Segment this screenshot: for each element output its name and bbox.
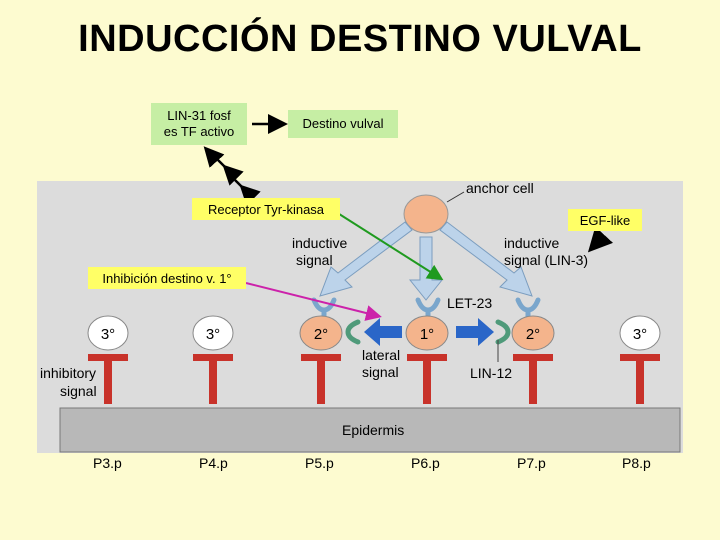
inductive-left-1: inductive — [292, 235, 347, 251]
cell-label-p8: P8.p — [622, 455, 651, 471]
anchor-cell-pointer — [446, 191, 465, 203]
inhibitory-2: signal — [60, 383, 97, 399]
lateral-receptors — [345, 319, 511, 345]
receptor-to-lin31-arrow-3 — [234, 179, 261, 206]
lateral-1: lateral — [362, 347, 400, 363]
cell-fate-3: 2° — [314, 326, 328, 343]
epidermis-label: Epidermis — [342, 422, 404, 438]
egf-arrow — [587, 226, 614, 253]
egf-like-box: EGF-like — [568, 209, 642, 231]
vulval-cells — [87, 315, 661, 351]
inhibitory-1: inhibitory — [40, 365, 96, 381]
inductive-right-2: signal (LIN-3) — [504, 252, 588, 268]
cell-label-p6: P6.p — [411, 455, 440, 471]
destino-vulval-box: Destino vulval — [288, 110, 398, 138]
lin31-box: LIN-31 fosf es TF activo — [151, 103, 247, 145]
lin12-label: LIN-12 — [470, 365, 512, 381]
receptor-to-lin31-arrow-1 — [203, 146, 225, 168]
inductive-right-1: inductive — [504, 235, 559, 251]
inhibition-arrow — [245, 282, 382, 321]
cell-label-p7: P7.p — [517, 455, 546, 471]
cell-fate-1: 3° — [101, 326, 115, 343]
anchor-cell — [403, 194, 449, 234]
cell-fate-6: 3° — [633, 326, 647, 343]
cell-fate-4: 1° — [420, 326, 434, 343]
cell-label-p4: P4.p — [199, 455, 228, 471]
cell-fate-2: 3° — [206, 326, 220, 343]
receptor-tyr-kinasa-box: Receptor Tyr-kinasa — [192, 198, 340, 220]
inhibitors — [88, 354, 660, 404]
inductive-left-2: signal — [296, 252, 333, 268]
page-title: INDUCCIÓN DESTINO VULVAL — [78, 18, 642, 60]
inhibicion-box: Inhibición destino v. 1° — [88, 267, 246, 289]
cell-label-p3: P3.p — [93, 455, 122, 471]
receptor-to-lin31-arrow-2 — [217, 159, 244, 186]
lateral-2: signal — [362, 364, 399, 380]
epidermis-bar — [59, 407, 681, 453]
cell-fate-5: 2° — [526, 326, 540, 343]
receptor-arrow — [335, 211, 444, 281]
cell-label-p5: P5.p — [305, 455, 334, 471]
inductive-arrows — [319, 221, 533, 301]
lateral-arrows — [364, 318, 494, 346]
let23-label: LET-23 — [447, 295, 492, 311]
anchor-cell-label: anchor cell — [466, 180, 534, 196]
